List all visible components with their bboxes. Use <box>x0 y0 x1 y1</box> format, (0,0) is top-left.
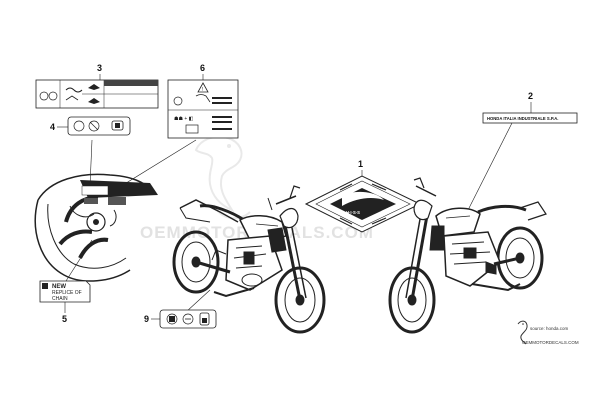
label-5-line-1: NEW <box>52 284 66 290</box>
svg-text:☗☗ + ◧: ☗☗ + ◧ <box>174 116 194 122</box>
label-2-text: HONDA ITALIA INDUSTRIALE S.P.A. <box>487 116 558 121</box>
label-4-sticker <box>67 116 131 136</box>
callout-5: 5 <box>62 314 67 324</box>
callout-4: 4 <box>50 122 55 132</box>
callout-9: 9 <box>144 314 149 324</box>
rear-wheel-detail <box>34 173 158 282</box>
label-6-warning-sticker: ! ☗☗ + ◧ <box>167 79 239 139</box>
callout-6: 6 <box>200 63 205 73</box>
label-3-caution-sticker <box>35 79 159 109</box>
label-5-line-2: REPLICE OF <box>52 290 82 296</box>
label-5-line-3: CHAIN <box>52 296 68 302</box>
source-credit: source: honda.com OEMMOTORDECALS.COM <box>517 320 579 345</box>
callout-3: 3 <box>97 63 102 73</box>
label-1-text: H·I·S·S <box>346 210 360 215</box>
label-2-plate: HONDA ITALIA INDUSTRIALE S.P.A. <box>482 112 578 124</box>
label-5-chain-sticker: NEW REPLICE OF CHAIN <box>39 280 91 303</box>
callout-2: 2 <box>528 91 533 101</box>
svg-text:!: ! <box>202 87 203 93</box>
source-line-1: source: honda.com <box>530 326 569 331</box>
source-line-2: OEMMOTORDECALS.COM <box>522 340 579 345</box>
motorcycle-left-view <box>172 185 326 334</box>
motorcycle-right-view <box>388 177 547 334</box>
label-9-sticker <box>159 309 217 329</box>
callout-1: 1 <box>358 159 363 169</box>
